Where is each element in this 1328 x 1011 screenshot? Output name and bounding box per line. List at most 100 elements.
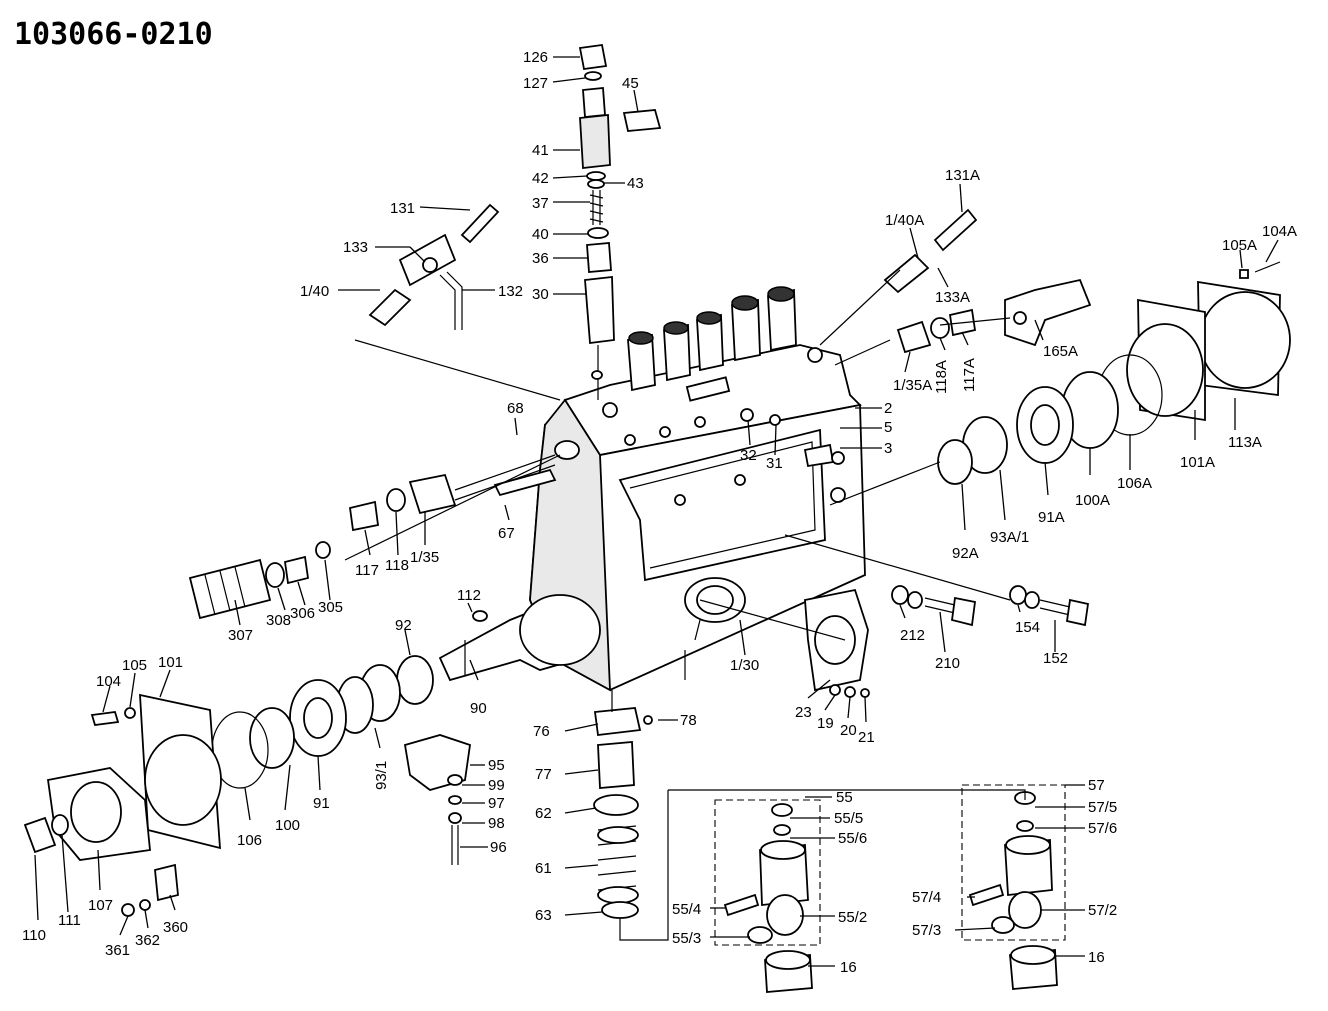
label-23: 23: [795, 704, 812, 721]
label-104A: 104A: [1262, 223, 1297, 240]
governor-screw-assembly: [188, 541, 331, 620]
label-305: 305: [318, 599, 343, 616]
label-361: 361: [105, 942, 130, 959]
label-55-3: 55/3: [672, 930, 701, 947]
screws-104-105: [90, 707, 136, 726]
stop-bracket-360: [121, 863, 179, 917]
label-40: 40: [532, 226, 549, 243]
part-165A: [1004, 278, 1092, 347]
label-308: 308: [266, 612, 291, 629]
label-30: 30: [532, 286, 549, 303]
delivery-valve-holders: [627, 286, 797, 392]
label-131A: 131A: [945, 167, 980, 184]
overflow-valve-right: [896, 308, 977, 354]
bolts-210-212: [891, 585, 977, 627]
label-107: 107: [88, 897, 113, 914]
label-55-2: 55/2: [838, 909, 867, 926]
label-306: 306: [290, 605, 315, 622]
label-16-left: 16: [840, 959, 857, 976]
tappet-57-dashed-box: [961, 784, 1066, 941]
label-43: 43: [627, 175, 644, 192]
label-133A: 133A: [935, 289, 970, 306]
label-105: 105: [122, 657, 147, 674]
label-63: 63: [535, 907, 552, 924]
right-end-cover-assembly: [937, 280, 1291, 485]
label-76: 76: [533, 723, 550, 740]
label-90: 90: [470, 700, 487, 717]
plugs-31-32-3-5: [740, 408, 845, 468]
assembly-lines: [344, 269, 1026, 941]
screws-104A-105A: [1239, 261, 1281, 279]
label-98: 98: [488, 815, 505, 832]
label-97: 97: [488, 795, 505, 812]
overflow-valve-left: [348, 454, 557, 532]
label-117A: 117A: [961, 358, 978, 392]
label-57: 57: [1088, 777, 1105, 794]
label-210: 210: [935, 655, 960, 672]
flange-plate-23: [804, 588, 870, 698]
label-212: 212: [900, 627, 925, 644]
leader-lines: [34, 56, 1279, 967]
label-93-1: 93/1: [373, 761, 390, 790]
roller-tappet-55: [723, 803, 813, 993]
bearing-cap-bolt-stack: [403, 734, 471, 865]
coupling-flange: [23, 767, 151, 861]
woodruff-key-112: [472, 610, 488, 622]
left-end-cover: [139, 693, 222, 850]
label-20: 20: [840, 722, 857, 739]
label-126: 126: [523, 49, 548, 66]
label-117: 117: [355, 562, 379, 579]
label-57-5: 57/5: [1088, 799, 1117, 816]
label-152: 152: [1043, 650, 1068, 667]
label-100A: 100A: [1075, 492, 1110, 509]
label-3: 3: [884, 440, 892, 457]
label-133: 133: [343, 239, 368, 256]
part-45-clip: [622, 109, 662, 132]
label-55: 55: [836, 789, 853, 806]
label-113A: 113A: [1228, 434, 1262, 451]
label-1-30: 1/30: [730, 657, 759, 674]
label-78: 78: [680, 712, 697, 729]
label-55-4: 55/4: [672, 901, 701, 918]
label-110: 110: [22, 927, 46, 944]
fuel-fitting-left: [368, 203, 500, 330]
label-41: 41: [532, 142, 549, 159]
label-106: 106: [237, 832, 262, 849]
label-45: 45: [622, 75, 639, 92]
label-1-35A: 1/35A: [893, 377, 932, 394]
label-105A: 105A: [1222, 237, 1257, 254]
label-118A: 118A: [933, 360, 950, 394]
roller-tappet-57: [968, 791, 1058, 990]
fuel-fitting-right: [883, 208, 978, 294]
camshaft: [438, 594, 601, 682]
label-95: 95: [488, 757, 505, 774]
label-31: 31: [766, 455, 783, 472]
label-91A: 91A: [1038, 509, 1065, 526]
label-57-6: 57/6: [1088, 820, 1117, 837]
plunger-spring-stack: [593, 707, 653, 919]
label-77: 77: [535, 766, 552, 783]
diagram-title: 103066-0210: [14, 17, 213, 52]
label-154: 154: [1015, 619, 1040, 636]
label-21: 21: [858, 729, 875, 746]
label-5: 5: [884, 419, 892, 436]
label-16-right: 16: [1088, 949, 1105, 966]
label-101A: 101A: [1180, 454, 1215, 471]
label-131: 131: [390, 200, 415, 217]
label-57-3: 57/3: [912, 922, 941, 939]
label-96: 96: [490, 839, 507, 856]
label-118: 118: [385, 557, 409, 574]
label-1-40: 1/40: [300, 283, 329, 300]
label-101: 101: [158, 654, 183, 671]
label-57-2: 57/2: [1088, 902, 1117, 919]
part-labels: 126 127 45 41 42 43 37 40 36 30 131 133 …: [22, 49, 1297, 976]
label-112: 112: [457, 587, 481, 604]
label-19: 19: [817, 715, 834, 732]
label-1-40A: 1/40A: [885, 212, 924, 229]
delivery-valve-stack: [578, 43, 615, 400]
label-100: 100: [275, 817, 300, 834]
label-61: 61: [535, 860, 552, 877]
label-68: 68: [507, 400, 524, 417]
label-132: 132: [498, 283, 523, 300]
